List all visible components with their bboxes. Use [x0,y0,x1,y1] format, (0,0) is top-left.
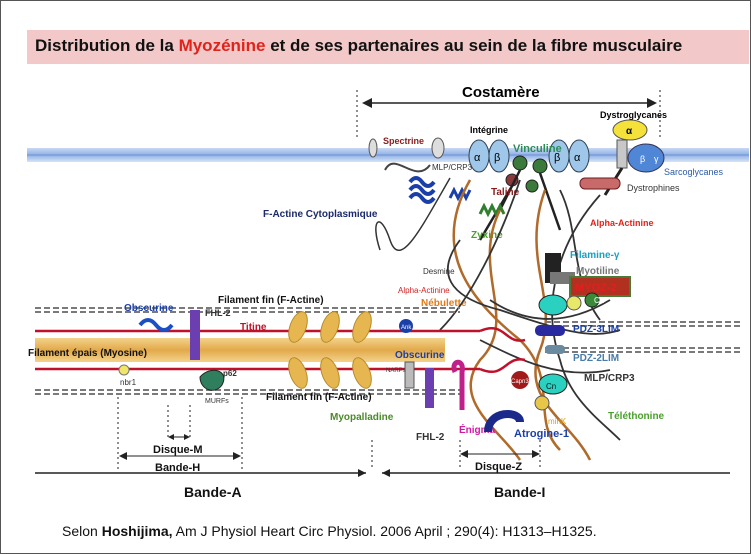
thick-filament [35,338,445,362]
dystroglycan-complex [603,119,665,196]
thin-filaments [35,307,740,395]
citation: Selon Hoshijima, Am J Physiol Heart Circ… [62,523,597,539]
obscurine-center-label: Obscurine [395,350,445,361]
disque-z-label: Disque-Z [475,461,522,473]
int-alpha: α [474,152,481,164]
f-actine-cyto-label: F-Actine Cytoplasmique [263,209,378,220]
filament-fin-top-label: Filament fin (F-Actine) [218,295,324,306]
fhl2-left-label: FHL-2 [205,308,231,318]
capn3-label: Capn3 [511,379,529,385]
telethonine-label: Téléthonine [608,411,665,422]
int-beta-2: β [554,152,560,164]
spectrine-label: Spectrine [383,136,424,146]
ank-shape [399,319,413,333]
pdz2lim-shape [545,345,565,354]
nebulette-label: Nébulette [421,298,467,309]
bande-i-label: Bande-I [494,484,545,500]
mlp-crp3-top [408,176,436,204]
dystroglycanes-label: Dystroglycanes [600,110,667,120]
mink-label: minK [548,417,567,426]
filament-fin-bottom-label: Filament fin (F-Actine) [266,392,372,403]
p62-label: p62 [223,369,237,378]
citation-author: Hoshijima, [101,523,173,539]
myopalladine-label: Myopalladine [330,412,394,423]
integrine-label: Intégrine [470,125,508,135]
myotiline-label: Myotiline [576,266,620,277]
integrine [468,139,590,173]
zyxine-label: Zyxine [471,230,503,241]
dystrophines-label: Dystrophines [627,183,680,193]
costamere-bracket [356,90,661,138]
alpha-actinine-center-label: Alpha-Actinine [398,286,450,295]
pdz2lim-label: PDZ-2LIM [573,353,619,364]
murfs-label: MURFs [205,398,229,405]
filamine-label: Filamine-γ [570,250,620,261]
capn3-shape [511,371,529,389]
ank-label: Ank [401,325,412,331]
spectrine [368,137,445,173]
desmine-label: Desmine [423,267,455,276]
pdz3lim-label: PDZ-3LIM [573,324,619,335]
nbr1-shape [118,364,130,376]
atrogine-shape [484,410,524,433]
int-beta: β [494,152,500,164]
title-highlight: Myozénine [178,36,266,55]
gamma-sg: γ [654,154,659,164]
fhl2-center-label: FHL-2 [416,432,445,443]
bande-h-label: Bande-H [155,462,200,474]
obscurine-left-label: Obscurine [124,303,174,314]
narps-shape [404,361,415,389]
figure-title: Distribution de la Myozénine et de ses p… [35,36,683,55]
narps-label: NARPs [386,368,406,374]
disque-m-label: Disque-M [153,444,203,456]
nbr1-label: nbr1 [120,378,137,387]
telethonine-shape [534,395,550,411]
mlp-crp3-top-label: MLP/CRP3 [432,163,473,172]
int-alpha-2: α [574,152,581,164]
obscurine-left-shape [138,318,174,332]
cn-bottom-shape [538,373,568,395]
band-markers [35,397,730,474]
myoz2-box [569,276,631,297]
alpha-dg: α [626,126,633,137]
beta-sg: β [640,154,645,164]
murfs-shape [199,369,225,391]
titine-label: Titine [240,322,267,333]
myosin-heads [288,311,372,389]
alpha-actinine-top [579,177,621,190]
zyxine-shape [478,202,506,218]
title-banner [27,30,749,64]
fhl2-left-shape [190,310,200,360]
myotiline-shape [550,272,575,284]
enigma-shape [451,359,465,410]
zyxine-blue-shape [448,186,472,202]
mlp-crp3-bottom-label: MLP/CRP3 [584,373,635,384]
bande-a-label: Bande-A [184,484,242,500]
vinculine [478,155,562,241]
pdz3lim-shape [535,325,565,336]
vinculine-label: Vinculine [513,143,562,155]
costamere-label: Costamère [462,84,540,101]
alpha-actinine-right-label: Alpha-Actinine [590,218,654,228]
fhl2-center-shape [425,368,434,408]
taline-label: Taline [491,187,520,198]
cn-bottom-label: Cn [546,382,556,391]
myoz2-label: MYOZ-2 [575,282,617,294]
filament-epais-label: Filament épais (Myosine) [28,348,147,359]
sarcoglycanes-label: Sarcoglycanes [664,167,724,177]
band-arrowheads [119,434,540,477]
atrogine-label: Atrogine-1 [514,428,569,440]
cn-top-label: Cn [594,296,604,305]
cn-top-shape [538,294,568,316]
